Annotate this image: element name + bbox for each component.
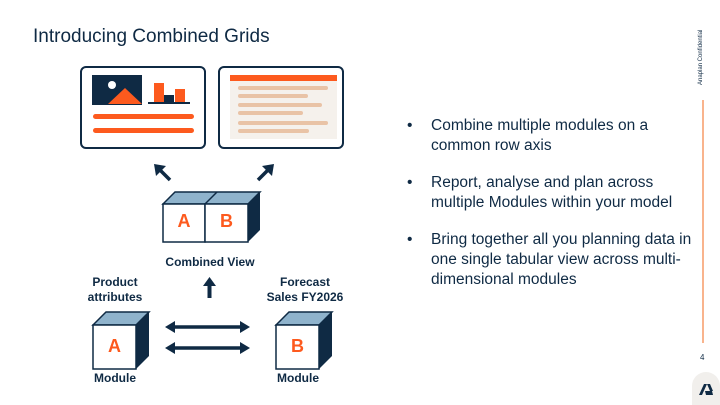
arrow-up-right-icon — [256, 164, 274, 182]
combined-letter-b: B — [220, 211, 233, 231]
module-a-cube-icon — [91, 311, 151, 370]
module-b-label: Module — [277, 371, 319, 385]
module-b-cube-icon — [274, 311, 334, 370]
module-a-caption-line2: attributes — [87, 290, 143, 304]
combined-view-cube-icon — [161, 191, 262, 243]
double-arrow-icon — [165, 321, 250, 333]
module-a-caption-line1: Product — [92, 275, 138, 289]
slide-title: Introducing Combined Grids — [33, 26, 270, 47]
module-a-letter: A — [108, 336, 121, 356]
dashboard-card-icon — [80, 66, 206, 149]
double-arrow-icon — [165, 342, 250, 354]
bullet-list: Combine multiple modules on a common row… — [405, 116, 705, 307]
arrow-up-icon — [203, 277, 216, 298]
bullet-item: Report, analyse and plan across multiple… — [405, 173, 705, 213]
anaplan-logo-icon — [699, 384, 713, 395]
page-number: 4 — [700, 353, 705, 362]
report-card-icon — [218, 66, 344, 149]
module-b-caption-line1: Forecast — [279, 275, 331, 289]
bullet-item: Bring together all you planning data in … — [405, 230, 705, 290]
module-b-letter: B — [291, 336, 304, 356]
logo-tab — [692, 372, 720, 405]
module-a-label: Module — [94, 371, 136, 385]
arrow-up-left-icon — [154, 164, 172, 182]
combined-letter-a: A — [177, 211, 191, 231]
bullet-item: Combine multiple modules on a common row… — [405, 116, 705, 156]
module-b-caption-line2: Sales FY2026 — [266, 290, 344, 304]
accent-divider — [702, 100, 704, 343]
combined-view-label: Combined View — [165, 255, 255, 269]
